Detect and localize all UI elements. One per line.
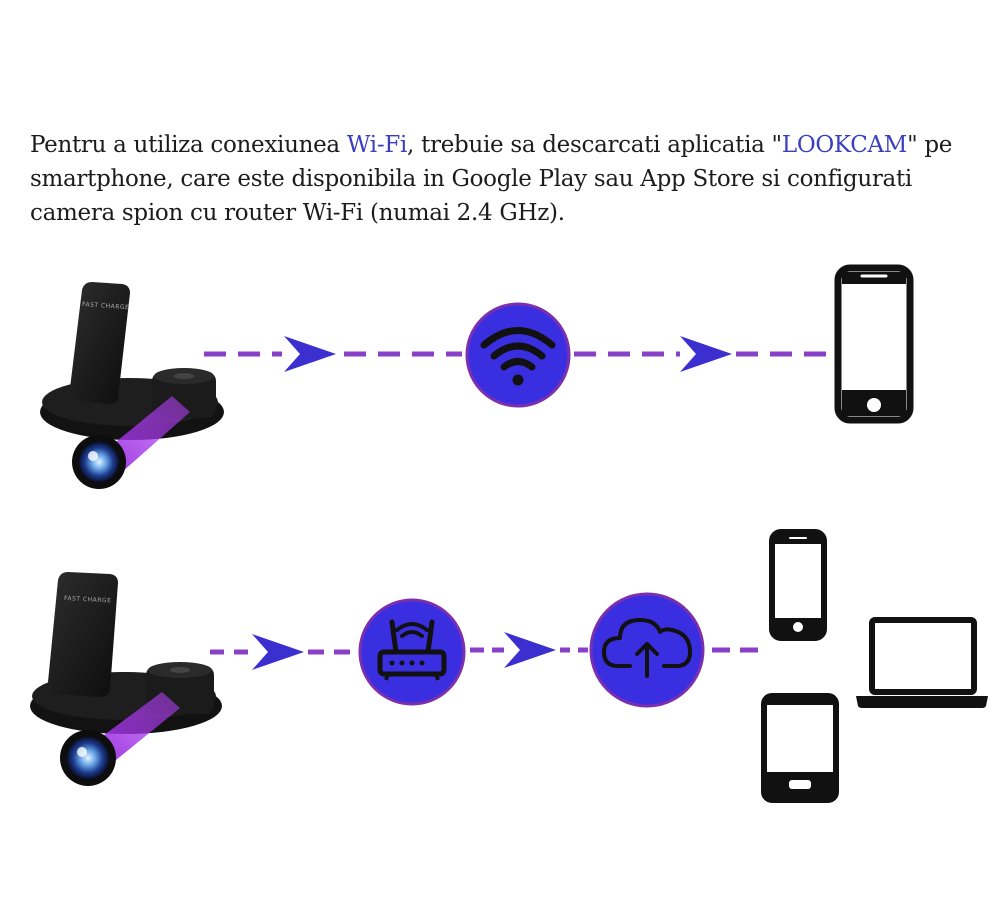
arrow-icon [504, 632, 556, 668]
arrow-icon [284, 336, 336, 372]
stand-label: FAST CHARGE [64, 595, 112, 604]
intro-part-1: Pentru a utiliza conexiunea [30, 132, 347, 158]
camera-charger-row-1: FAST CHARGE [40, 282, 224, 489]
stand-label: FAST CHARGE [82, 301, 130, 311]
arrow-icon [680, 336, 732, 372]
intro-part-2: , trebuie sa descarcati aplicatia " [407, 132, 782, 158]
router-icon [358, 598, 466, 706]
wifi-icon [465, 302, 571, 408]
tablet-icon [761, 693, 839, 803]
wifi-highlight: Wi-Fi [346, 132, 408, 158]
smartphone-icon [769, 529, 827, 641]
laptop-icon [856, 617, 988, 708]
app-name-highlight: LOOKCAM [781, 132, 908, 158]
intro-text: Pentru a utiliza conexiunea Wi-Fi, trebu… [30, 128, 980, 230]
intro-part-3: " pe smartphone, care este disponibila i… [30, 132, 953, 226]
smartphone-icon [834, 264, 914, 424]
camera-charger-row-2: FAST CHARGE [30, 572, 222, 786]
cloud-upload-icon [589, 592, 705, 708]
arrow-icon [252, 634, 304, 670]
